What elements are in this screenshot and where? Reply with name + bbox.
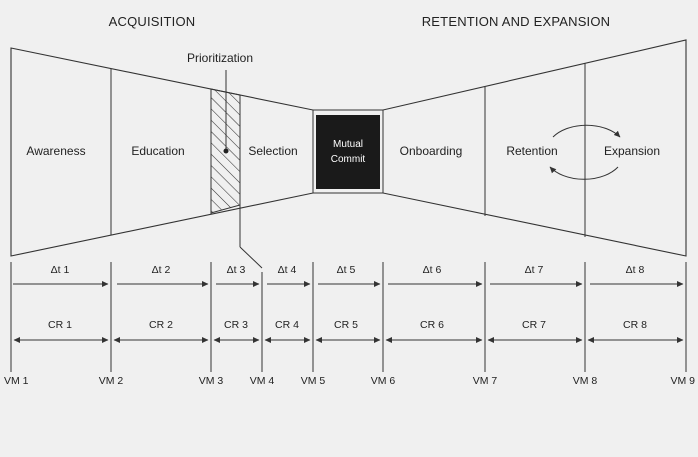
vm-label: VM 5 xyxy=(301,375,326,387)
prioritization-pointer-dot xyxy=(223,148,229,154)
mutual-commit-box xyxy=(316,115,380,189)
cr-label: CR 5 xyxy=(334,319,358,331)
cr-label: CR 7 xyxy=(522,319,546,331)
stage-retention: Retention xyxy=(506,144,557,158)
velocity-marker-labels: VM 1 VM 2 VM 3 VM 4 VM 5 VM 6 VM 7 VM 8 … xyxy=(4,375,695,387)
vm-label: VM 8 xyxy=(573,375,598,387)
vm-label: VM 3 xyxy=(199,375,224,387)
stage-selection: Selection xyxy=(248,144,297,158)
vm-label: VM 7 xyxy=(473,375,498,387)
selection-split-line xyxy=(239,246,263,269)
vm-label: VM 4 xyxy=(250,375,275,387)
delta-label: Δt 1 xyxy=(51,264,70,276)
cr-label: CR 6 xyxy=(420,319,444,331)
cr-label: CR 2 xyxy=(149,319,173,331)
mutual-commit-label-line1: Mutual xyxy=(333,139,363,150)
acquisition-title: ACQUISITION xyxy=(109,14,196,29)
cr-label: CR 4 xyxy=(275,319,299,331)
cr-label: CR 1 xyxy=(48,319,72,331)
vm-label: VM 1 xyxy=(4,375,29,387)
conversion-row: CR 1 CR 2 CR 3 CR 4 CR 5 CR 6 CR 7 CR 8 xyxy=(13,319,684,343)
stage-onboarding: Onboarding xyxy=(400,144,463,158)
stage-education: Education xyxy=(131,144,184,158)
prioritization-label: Prioritization xyxy=(187,51,253,65)
bowtie-outline xyxy=(10,39,687,257)
cr-label: CR 8 xyxy=(623,319,647,331)
mutual-commit-label-line2: Commit xyxy=(331,154,366,165)
delta-label: Δt 7 xyxy=(525,264,544,276)
stage-expansion: Expansion xyxy=(604,144,660,158)
delta-label: Δt 4 xyxy=(278,264,297,276)
delta-label: Δt 5 xyxy=(337,264,356,276)
delta-row: Δt 1 Δt 2 Δt 3 Δt 4 Δt 5 Δt 6 Δt 7 Δt 8 xyxy=(13,264,684,287)
vm-label: VM 2 xyxy=(99,375,124,387)
vm-label: VM 6 xyxy=(371,375,396,387)
cr-label: CR 3 xyxy=(224,319,248,331)
delta-label: Δt 8 xyxy=(626,264,645,276)
cycle-arrow-top-icon xyxy=(552,124,621,138)
retention-expansion-title: RETENTION AND EXPANSION xyxy=(422,14,611,29)
cycle-arrow-bottom-icon xyxy=(549,166,619,180)
vm-label: VM 9 xyxy=(670,375,695,387)
delta-label: Δt 3 xyxy=(227,264,246,276)
delta-label: Δt 6 xyxy=(423,264,442,276)
delta-label: Δt 2 xyxy=(152,264,171,276)
velocity-marker-lines xyxy=(10,262,687,372)
stage-awareness: Awareness xyxy=(26,144,85,158)
